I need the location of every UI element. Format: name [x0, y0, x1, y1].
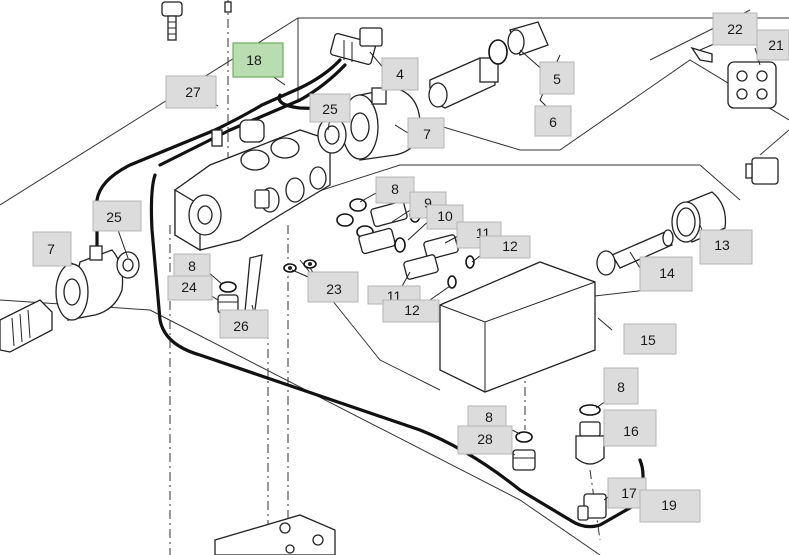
svg-text:27: 27 [185, 84, 201, 100]
svg-text:10: 10 [437, 208, 453, 224]
svg-text:8: 8 [485, 409, 493, 425]
pressure-switch-16 [575, 404, 605, 465]
callout-4[interactable]: 4 [381, 57, 419, 91]
callout-26[interactable]: 26 [219, 309, 269, 339]
callout-5[interactable]: 5 [539, 61, 575, 95]
callout-22[interactable]: 22 [712, 12, 758, 46]
top-bolt [161, 1, 183, 41]
callout-6[interactable]: 6 [534, 105, 572, 137]
cartridge-lower [0, 299, 53, 353]
svg-text:5: 5 [553, 71, 561, 87]
svg-text:9: 9 [424, 195, 432, 211]
svg-text:23: 23 [326, 281, 342, 297]
callout-13[interactable]: 13 [699, 229, 753, 265]
svg-text:8: 8 [617, 379, 625, 395]
frame-outlines [0, 9, 789, 555]
svg-text:16: 16 [623, 423, 639, 439]
svg-text:26: 26 [233, 318, 249, 334]
svg-text:12: 12 [502, 238, 518, 254]
callout-27[interactable]: 27 [165, 75, 217, 109]
svg-text:24: 24 [181, 279, 197, 295]
plug-28 [512, 431, 536, 471]
solenoid-cartridge [428, 21, 549, 109]
callout-12-lower[interactable]: 12 [382, 299, 440, 323]
svg-text:14: 14 [659, 265, 675, 281]
svg-text:25: 25 [106, 209, 122, 225]
fittings-group [336, 198, 475, 289]
svg-text:12: 12 [404, 302, 420, 318]
svg-text:6: 6 [549, 114, 557, 130]
solenoid-coil-upper [317, 87, 421, 161]
callout-12-upper[interactable]: 12 [479, 235, 531, 259]
solenoid-coil-lower [55, 245, 140, 321]
callouts: 18 27 4 25 7 5 6 22 [32, 12, 789, 523]
svg-text:25: 25 [322, 101, 338, 117]
plug-24 [217, 281, 239, 314]
svg-text:28: 28 [477, 431, 493, 447]
callout-23[interactable]: 23 [307, 271, 359, 303]
callout-28[interactable]: 28 [457, 425, 513, 455]
svg-text:19: 19 [661, 497, 677, 513]
callout-8-a[interactable]: 8 [375, 176, 415, 204]
svg-text:7: 7 [423, 126, 431, 142]
bottom-plate [214, 514, 336, 555]
svg-text:7: 7 [47, 241, 55, 257]
callout-21[interactable]: 21 [756, 29, 789, 61]
connector-4 [329, 27, 383, 66]
svg-text:8: 8 [188, 258, 196, 274]
callout-7-lower[interactable]: 7 [32, 231, 72, 267]
callout-15[interactable]: 15 [623, 323, 677, 355]
svg-text:8: 8 [391, 181, 399, 197]
pin-14 [596, 229, 674, 276]
svg-text:15: 15 [640, 332, 656, 348]
callout-19[interactable]: 19 [639, 489, 701, 523]
svg-text:4: 4 [396, 66, 404, 82]
connector-17 [577, 493, 607, 521]
callout-8-c[interactable]: 8 [603, 367, 639, 405]
valve-body [174, 119, 331, 252]
callout-18[interactable]: 18 [232, 42, 284, 78]
callout-25-lower[interactable]: 25 [92, 200, 142, 232]
svg-text:21: 21 [768, 37, 784, 53]
connector-side [745, 157, 779, 185]
reservoir-box [439, 261, 596, 393]
svg-text:17: 17 [621, 485, 637, 501]
callout-14[interactable]: 14 [639, 256, 693, 292]
gasket-26 [244, 254, 263, 313]
svg-text:13: 13 [714, 237, 730, 253]
connector-21-22 [690, 46, 777, 109]
callout-7-upper[interactable]: 7 [407, 117, 445, 149]
svg-text:22: 22 [727, 21, 743, 37]
callout-25-upper[interactable]: 25 [309, 93, 351, 123]
callout-16[interactable]: 16 [603, 409, 657, 447]
svg-text:18: 18 [246, 52, 262, 68]
top-pin [224, 1, 232, 13]
callout-24[interactable]: 24 [167, 275, 213, 301]
